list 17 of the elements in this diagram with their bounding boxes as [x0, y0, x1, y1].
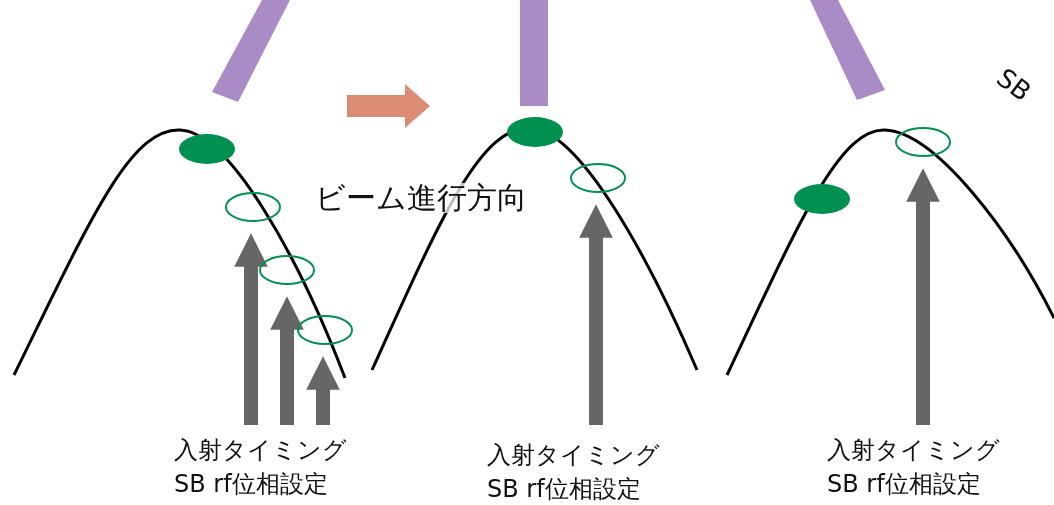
phase-label: SB rf位相設定 [487, 477, 641, 501]
timing-label: 入射タイミング [487, 443, 660, 467]
timing-label: 入射タイミング [174, 438, 347, 462]
rotated-label: SB [992, 64, 1036, 106]
phase-label: SB rf位相設定 [827, 472, 981, 496]
injection-arrow [234, 233, 268, 425]
injection-arrow [306, 356, 340, 425]
bunch-position-ellipse [570, 163, 626, 193]
bunch-position-ellipse [297, 315, 353, 345]
phase-label: SB rf位相設定 [174, 472, 328, 496]
bunch-position-ellipse [259, 255, 315, 285]
bunch-position-ellipse [895, 127, 951, 157]
bunch-position-ellipse [225, 192, 281, 222]
injection-arrow [906, 168, 940, 425]
timing-label: 入射タイミング [827, 438, 1000, 462]
injection-arrow [270, 296, 304, 425]
injection-arrow [579, 204, 613, 425]
